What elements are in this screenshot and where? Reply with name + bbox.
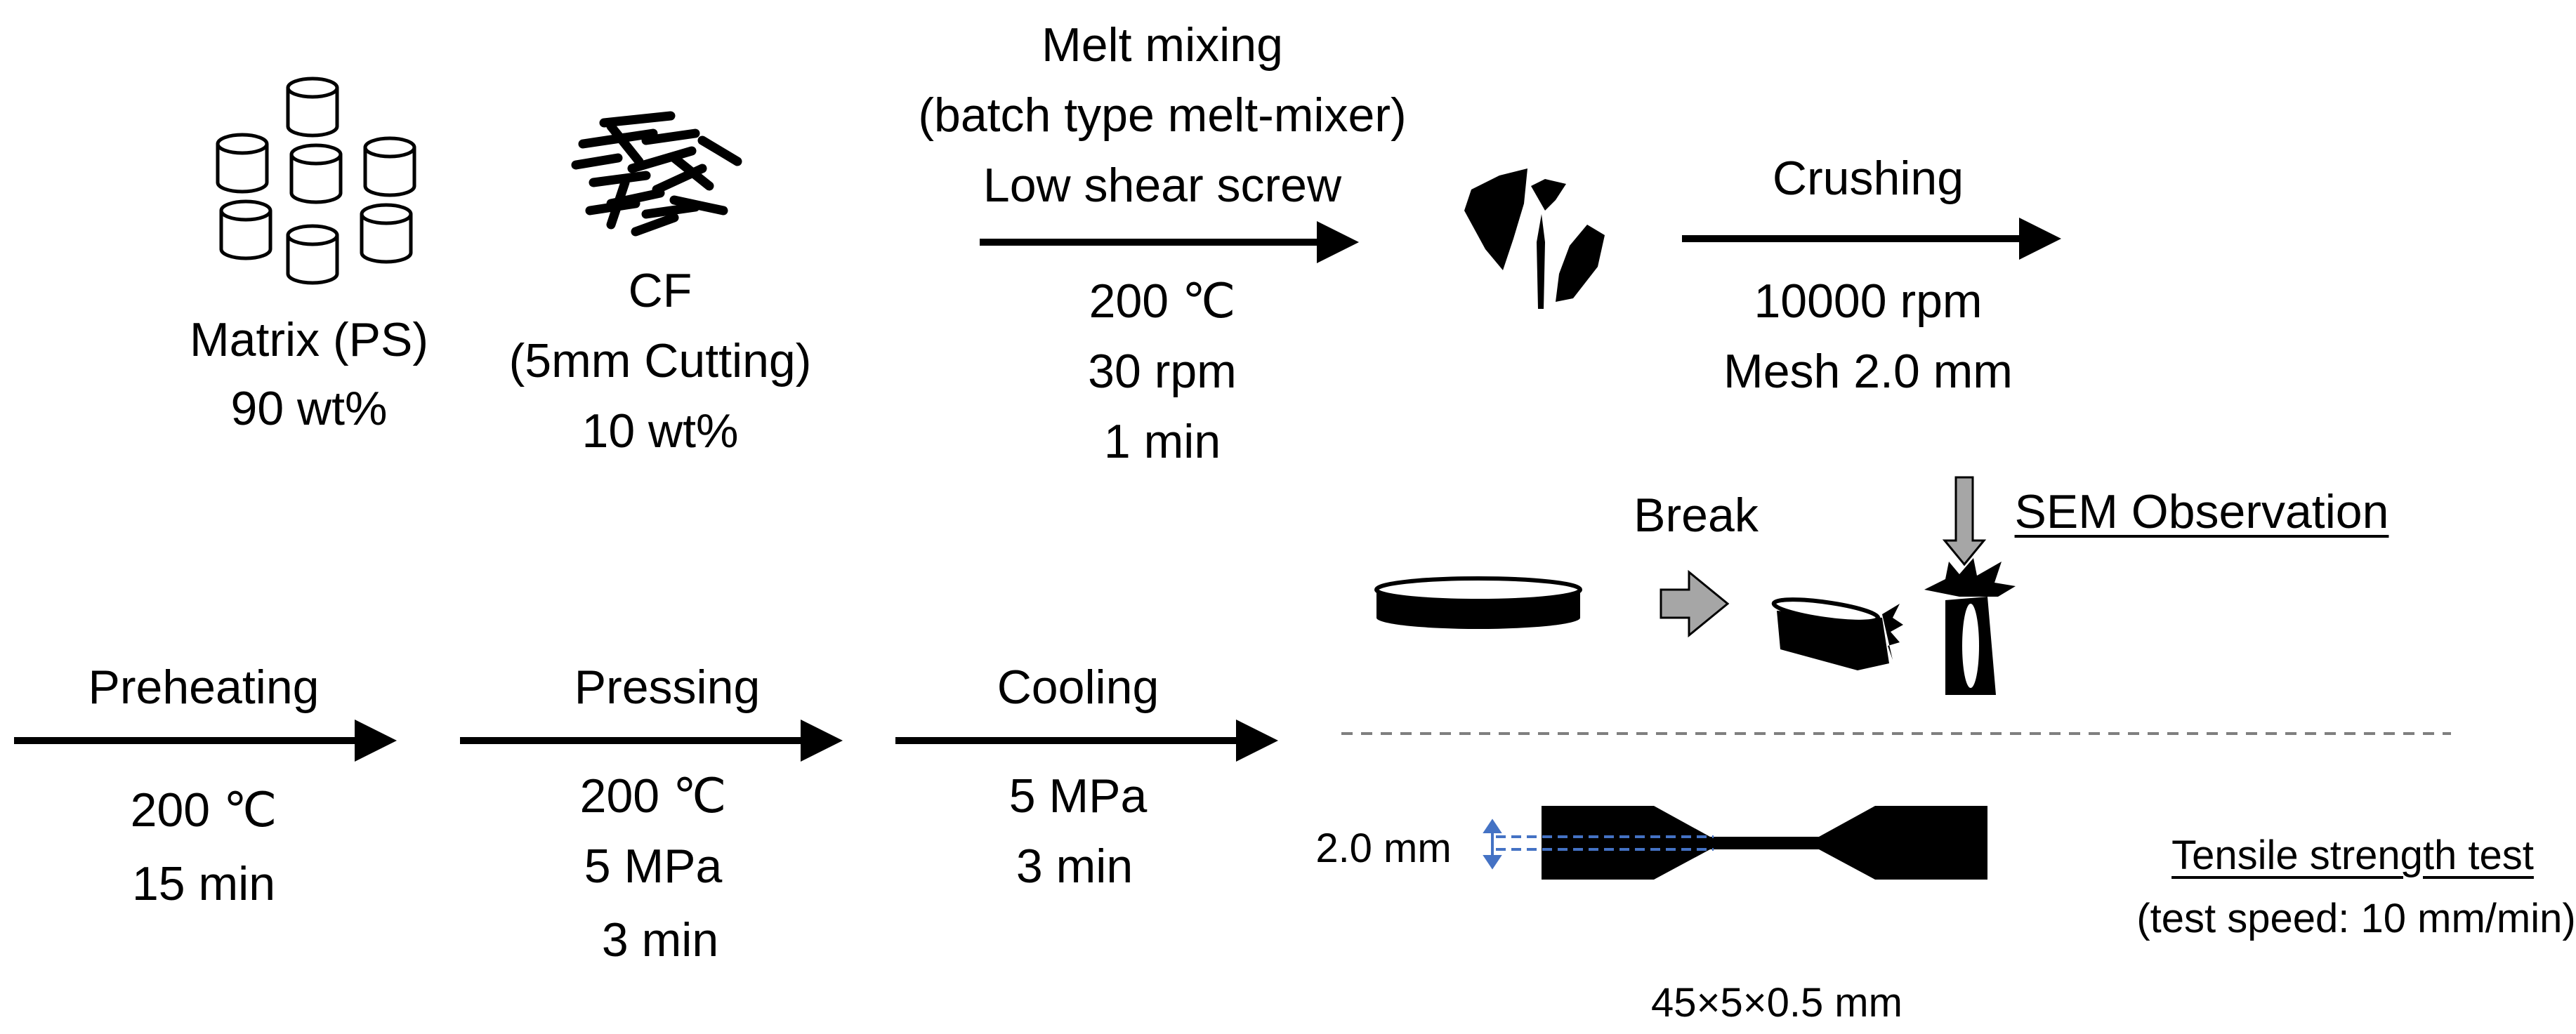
break-arrow <box>1660 569 1730 638</box>
pressing-title: Pressing <box>574 661 761 714</box>
cf-detail: (5mm Cutting) <box>508 334 812 387</box>
sample-disc-icon <box>1374 576 1582 629</box>
crushing-title: Crushing <box>1772 152 1964 205</box>
fractured-piece-icon <box>1924 558 2016 695</box>
sem-down-arrow <box>1942 476 1987 566</box>
matrix-amount: 90 wt% <box>230 382 388 435</box>
matrix-label: Matrix (PS) <box>190 313 428 366</box>
cooling-time: 3 min <box>1016 840 1133 893</box>
mixed-lump-icon <box>1464 168 1605 309</box>
carbon-fiber-icon <box>571 111 742 237</box>
specimen-dimensions: 45×5×0.5 mm <box>1651 980 1903 1026</box>
preheating-time: 15 min <box>131 857 276 910</box>
melt-mixing-title: Melt mixing <box>1041 18 1283 72</box>
tensile-specimen-icon <box>1542 806 1987 880</box>
crushing-mesh: Mesh 2.0 mm <box>1723 345 2013 398</box>
thickness-label: 2.0 mm <box>1315 826 1452 871</box>
broken-sample-icon <box>1771 597 1903 670</box>
ps-pellets-icon <box>216 77 416 285</box>
thickness-indicator <box>1483 818 1714 870</box>
cf-amount: 10 wt% <box>581 404 739 458</box>
melt-mixing-temp: 200 ℃ <box>1089 274 1236 328</box>
pressing-pressure: 5 MPa <box>584 840 723 893</box>
tensile-test-title: Tensile strength test <box>2171 833 2534 878</box>
cooling-pressure: 5 MPa <box>1008 769 1148 823</box>
melt-mixing-subtitle: (batch type melt-mixer) <box>918 88 1407 142</box>
preheating-title: Preheating <box>88 661 320 714</box>
break-label: Break <box>1634 489 1759 542</box>
cooling-title: Cooling <box>997 661 1159 714</box>
melt-mixing-screw: Low shear screw <box>983 159 1342 212</box>
crushing-speed: 10000 rpm <box>1754 274 1983 328</box>
sem-observation-label: SEM Observation <box>2014 485 2389 538</box>
pressing-temp: 200 ℃ <box>579 769 727 823</box>
preheating-temp: 200 ℃ <box>130 783 277 837</box>
pressing-time: 3 min <box>601 913 719 967</box>
melt-mixing-speed: 30 rpm <box>1088 345 1237 398</box>
cf-label: CF <box>628 264 692 317</box>
melt-mixing-time: 1 min <box>1103 415 1221 468</box>
tensile-test-speed: (test speed: 10 mm/min) <box>2136 896 2576 941</box>
